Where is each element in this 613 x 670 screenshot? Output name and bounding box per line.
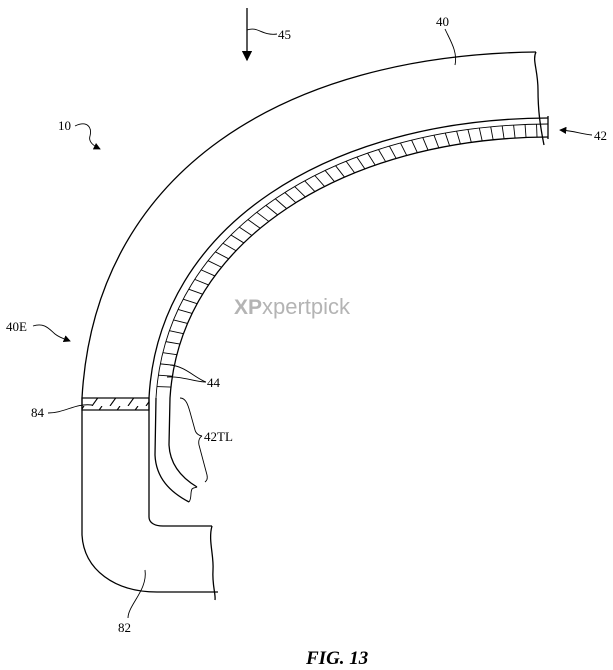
pixel-cell-divider: [177, 309, 193, 314]
svg-text:XP: XP: [234, 296, 262, 319]
svg-text:84: 84: [31, 405, 45, 420]
label-42TL: 42TL: [179, 397, 233, 483]
pixel-cell-divider: [304, 180, 316, 192]
pixel-cell-divider: [467, 129, 472, 143]
pixel-cell-divider: [501, 125, 505, 139]
pixel-cell-divider: [173, 319, 188, 324]
pixel-cell-divider: [169, 330, 184, 335]
svg-text:45: 45: [278, 27, 291, 42]
pixel-cell-divider: [207, 260, 222, 268]
pixel-cell-divider: [378, 149, 387, 162]
pixel-cell-divider: [200, 269, 216, 277]
label-45: 45: [241, 8, 291, 62]
label-40: 40: [436, 14, 457, 66]
pixel-cell-divider: [194, 278, 209, 286]
label-40E: 40E: [6, 319, 71, 343]
figure-caption: FIG. 13: [305, 648, 368, 669]
pixel-cell-divider: [356, 156, 366, 170]
pixel-cell-divider: [433, 135, 440, 149]
display-42: [148, 116, 549, 399]
svg-text:82: 82: [118, 620, 131, 635]
svg-text:44: 44: [207, 375, 221, 390]
pixel-cell-divider: [513, 125, 516, 139]
lower-housing-82: [81, 398, 218, 601]
pixel-cell-divider: [524, 124, 527, 138]
pixel-cell-divider: [188, 288, 203, 295]
svg-text:40E: 40E: [6, 319, 27, 334]
svg-text:40: 40: [436, 14, 449, 29]
housing-40: [81, 51, 545, 399]
pixel-cell-divider: [367, 152, 376, 166]
pixel-cell-divider: [222, 242, 237, 252]
pixel-cell-divider: [294, 186, 306, 198]
pixel-cell-divider: [256, 211, 270, 222]
svg-text:10: 10: [58, 118, 71, 133]
label-44: 44: [166, 364, 221, 390]
pixel-cell-divider: [230, 234, 245, 244]
label-82: 82: [118, 569, 146, 635]
pixel-cell-divider: [422, 137, 429, 151]
label-10: 10: [58, 118, 101, 150]
pixel-cell-divider: [162, 352, 177, 356]
pixel-cell-divider: [314, 175, 325, 187]
pixel-cell-divider: [274, 198, 287, 209]
pixel-cell-divider: [345, 160, 356, 174]
pixel-cell-divider: [324, 170, 335, 182]
pixel-cell-divider: [158, 374, 173, 377]
pixel-cell-divider: [411, 139, 418, 153]
pixel-cell-divider: [389, 145, 397, 159]
pixel-cell-divider: [265, 205, 278, 216]
pixel-cell-divider: [400, 142, 408, 156]
pixel-cell-divider: [478, 127, 483, 142]
display-tail-42TL: [154, 397, 198, 503]
pixel-cells-44: [156, 124, 538, 388]
svg-text:42TL: 42TL: [204, 429, 233, 444]
pixel-cell-divider: [247, 219, 261, 229]
pixel-cell-divider: [335, 165, 345, 178]
pixel-cell-divider: [444, 132, 451, 146]
pixel-cell-divider: [490, 126, 494, 140]
svg-text:42: 42: [594, 128, 607, 143]
watermark: XP xpertpick: [234, 294, 351, 319]
pixel-cell-divider: [284, 192, 297, 203]
label-84: 84: [31, 404, 93, 420]
pixel-cell-divider: [456, 131, 461, 145]
pixel-cell-divider: [215, 251, 229, 260]
label-42: 42: [559, 126, 607, 143]
pixel-cell-divider: [183, 298, 198, 305]
pixel-cell-divider: [165, 341, 181, 345]
joint-84: [81, 397, 150, 411]
svg-text:xpertpick: xpertpick: [262, 294, 351, 319]
pixel-cell-divider: [239, 226, 253, 236]
